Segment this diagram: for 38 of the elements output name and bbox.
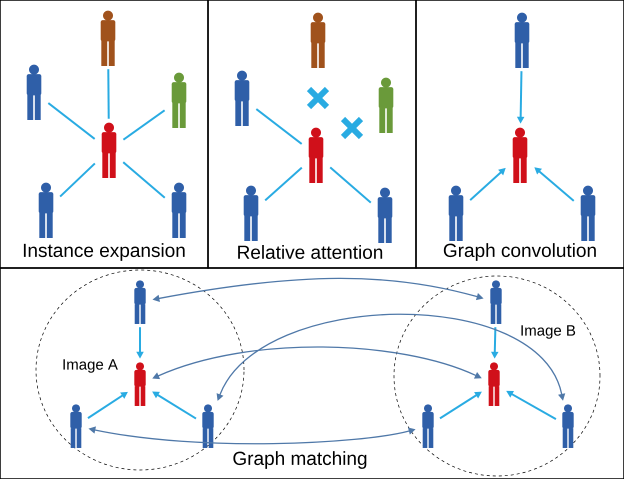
person-figure bbox=[26, 64, 42, 120]
title-text: Graph convolution bbox=[442, 242, 598, 262]
person-figure bbox=[244, 186, 258, 241]
person-figure bbox=[422, 404, 434, 448]
connector-line bbox=[264, 166, 302, 202]
person-figure bbox=[134, 362, 146, 406]
title-text: Image B bbox=[519, 324, 577, 340]
person-figure bbox=[488, 362, 500, 406]
connector-line bbox=[256, 108, 302, 145]
person-figure bbox=[512, 128, 528, 183]
person-figure bbox=[308, 128, 324, 183]
person-figure bbox=[172, 182, 186, 238]
title-text: Graph matching bbox=[231, 450, 369, 470]
person-figure bbox=[134, 280, 146, 324]
person-figure bbox=[310, 12, 326, 68]
person-figure bbox=[102, 122, 116, 178]
title-text: Relative attention bbox=[236, 244, 384, 260]
person-figure bbox=[202, 404, 214, 448]
connector-line bbox=[122, 109, 166, 141]
person-figure bbox=[172, 72, 186, 128]
connector-line bbox=[107, 69, 110, 119]
person-figure bbox=[580, 186, 596, 241]
person-figure bbox=[38, 182, 54, 238]
person-figure bbox=[448, 186, 464, 241]
person-figure bbox=[514, 12, 530, 68]
connector-line bbox=[330, 166, 372, 204]
connector-line bbox=[48, 102, 96, 140]
person-figure bbox=[562, 404, 574, 448]
person-figure bbox=[378, 78, 394, 133]
person-figure bbox=[70, 404, 82, 448]
person-figure bbox=[490, 280, 502, 324]
connector-line bbox=[59, 162, 96, 198]
connector-line bbox=[122, 161, 166, 199]
title-text: Image A bbox=[61, 358, 119, 374]
title-text: Instance expansion bbox=[21, 242, 187, 262]
person-figure bbox=[100, 10, 116, 66]
person-figure bbox=[378, 188, 392, 243]
person-figure bbox=[234, 70, 250, 126]
